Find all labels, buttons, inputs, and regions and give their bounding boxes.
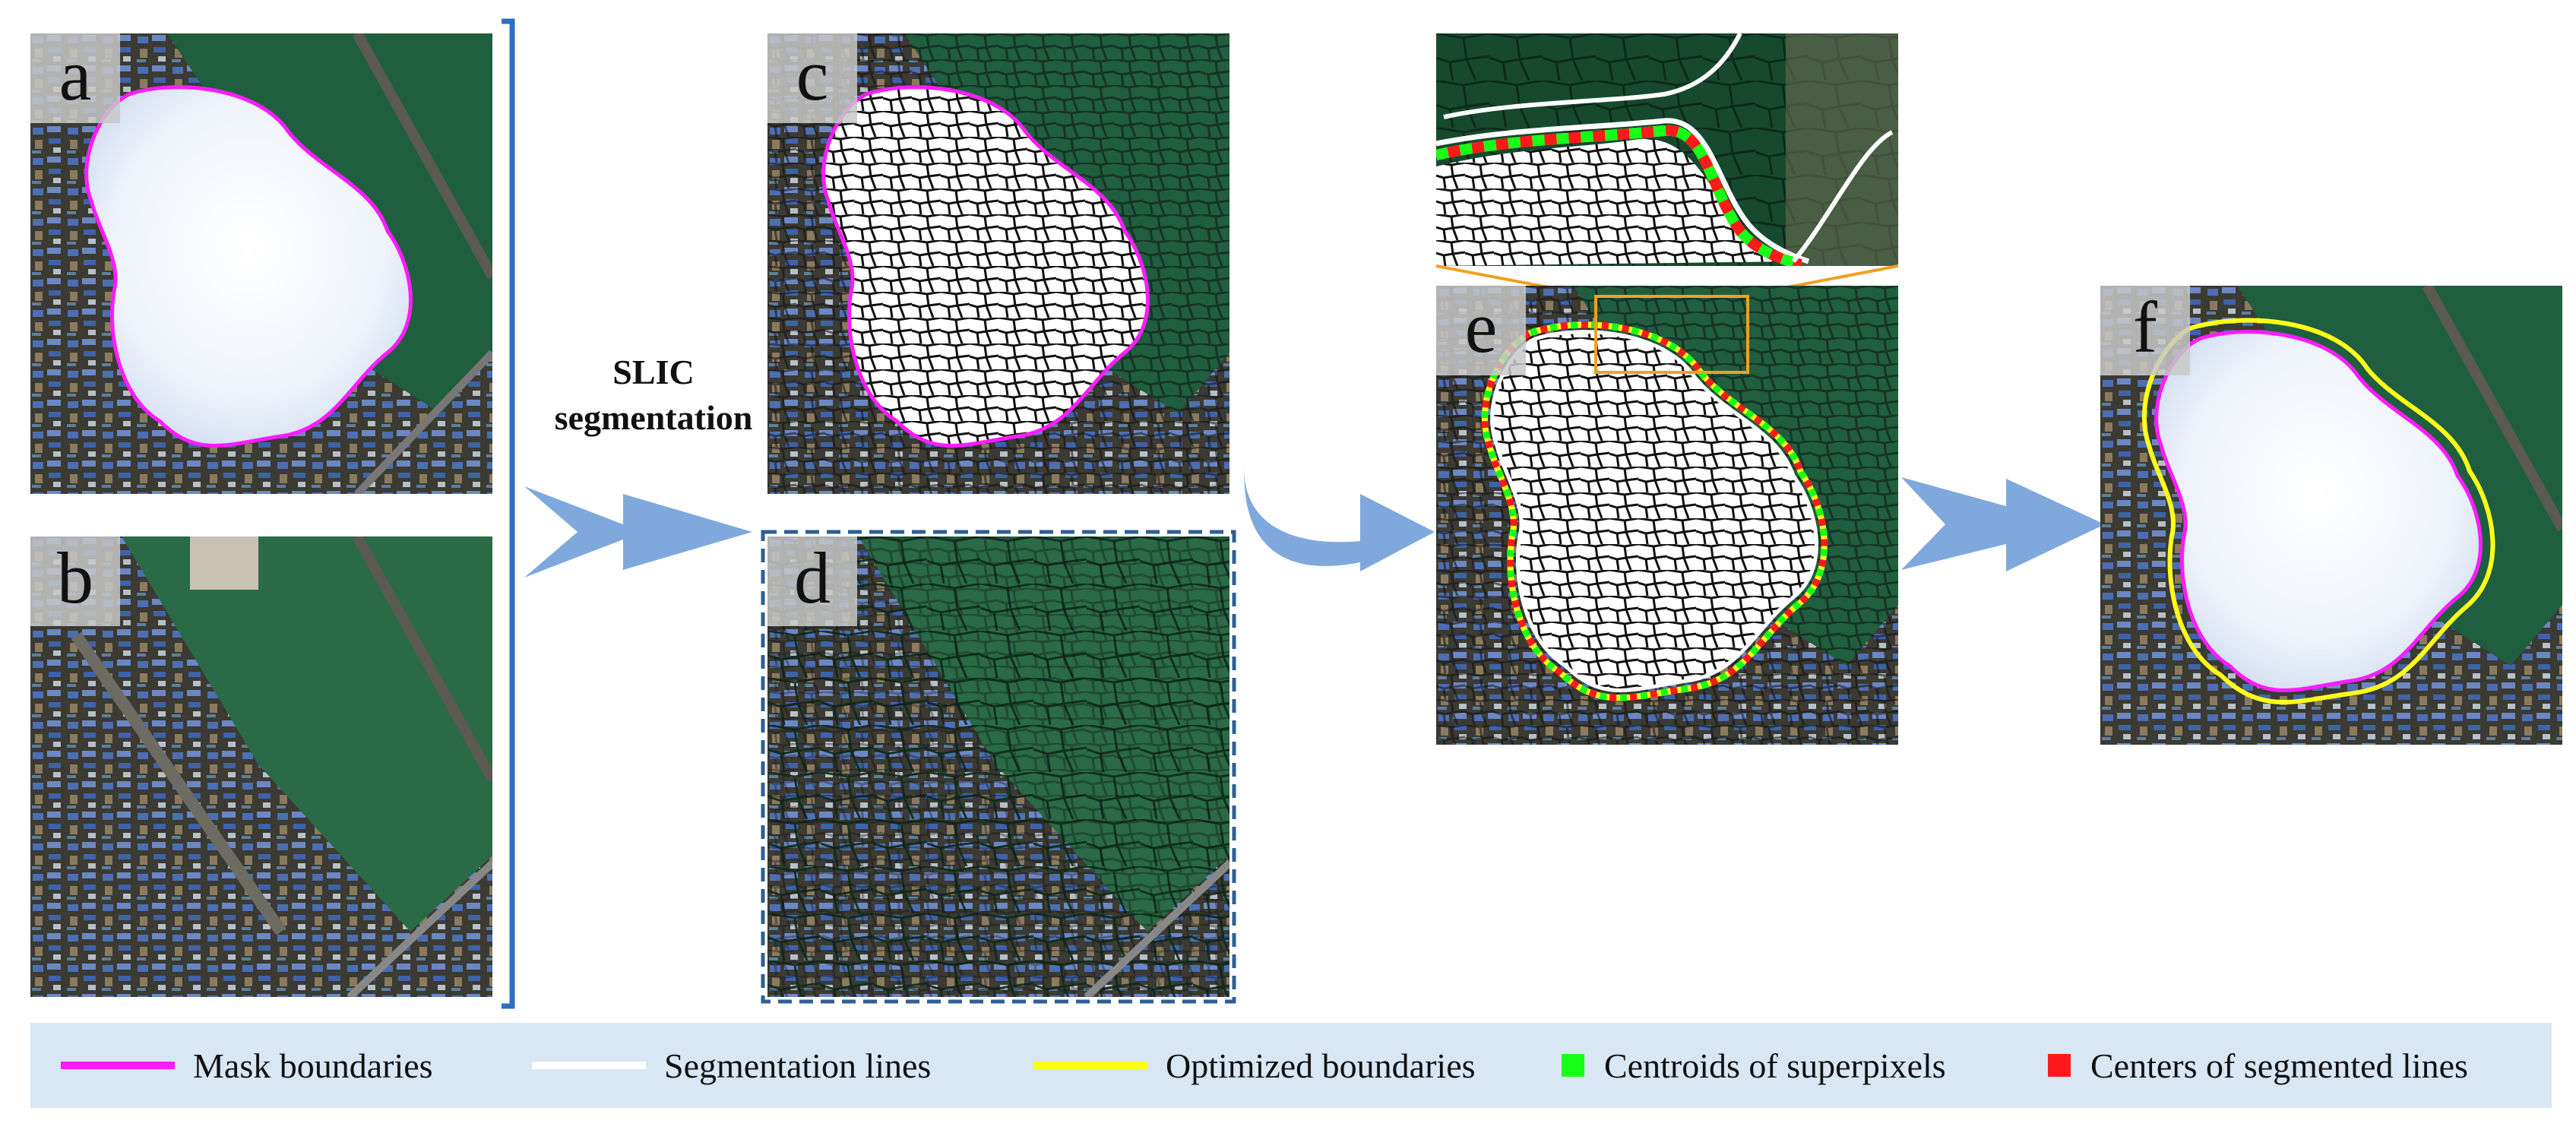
panel-label-e: e (1436, 286, 1526, 375)
legend-swatch-mask (61, 1062, 175, 1069)
panel-e: e (1436, 286, 1898, 745)
legend-label: Mask boundaries (193, 1046, 433, 1085)
legend-swatch-center (2048, 1054, 2071, 1077)
legend-label: Optimized boundaries (1166, 1046, 1476, 1085)
panel-c-image (767, 33, 1229, 494)
legend-swatch-centroid (1562, 1054, 1584, 1077)
panel-label-d: d (767, 536, 857, 626)
legend-label: Segmentation lines (664, 1046, 932, 1085)
slic-label-line2: segmentation (554, 398, 753, 437)
panel-d: d (767, 536, 1229, 997)
legend-item-mask-boundaries: Mask boundaries (61, 1023, 433, 1108)
mask-boundary-a (84, 85, 413, 448)
legend-item-centers: Centers of segmented lines (2048, 1023, 2468, 1108)
zoom-inset (1436, 33, 1898, 266)
zoom-inset-image (1436, 33, 1898, 266)
panel-b-image (30, 536, 492, 997)
panel-label-a: a (30, 33, 120, 123)
legend-item-segmentation-lines: Segmentation lines (532, 1023, 931, 1108)
panel-label-c: c (767, 33, 857, 123)
panel-a: a (30, 33, 492, 494)
legend-label: Centroids of superpixels (1604, 1046, 1946, 1085)
panel-c: c (767, 33, 1229, 494)
panel-a-image (30, 33, 492, 494)
legend-item-optimized-boundaries: Optimized boundaries (1033, 1023, 1476, 1108)
slic-label: SLIC segmentation (532, 350, 775, 441)
panel-b: b (30, 536, 492, 997)
panel-f: f (2100, 286, 2562, 745)
panel-label-b: b (30, 536, 120, 626)
legend-item-centroids: Centroids of superpixels (1562, 1023, 1946, 1108)
panel-label-f: f (2100, 286, 2190, 375)
slic-label-line1: SLIC (612, 353, 695, 391)
mask-boundary-f (2154, 330, 2483, 692)
legend-label: Centers of segmented lines (2090, 1046, 2468, 1085)
zoom-box (1594, 295, 1749, 374)
legend-swatch-optimized (1033, 1062, 1147, 1069)
mask-boundary-c (821, 85, 1150, 448)
optimized-boundary-f (2141, 318, 2495, 704)
legend: Mask boundaries Segmentation lines Optim… (30, 1023, 2552, 1108)
legend-swatch-segmentation (532, 1062, 646, 1069)
